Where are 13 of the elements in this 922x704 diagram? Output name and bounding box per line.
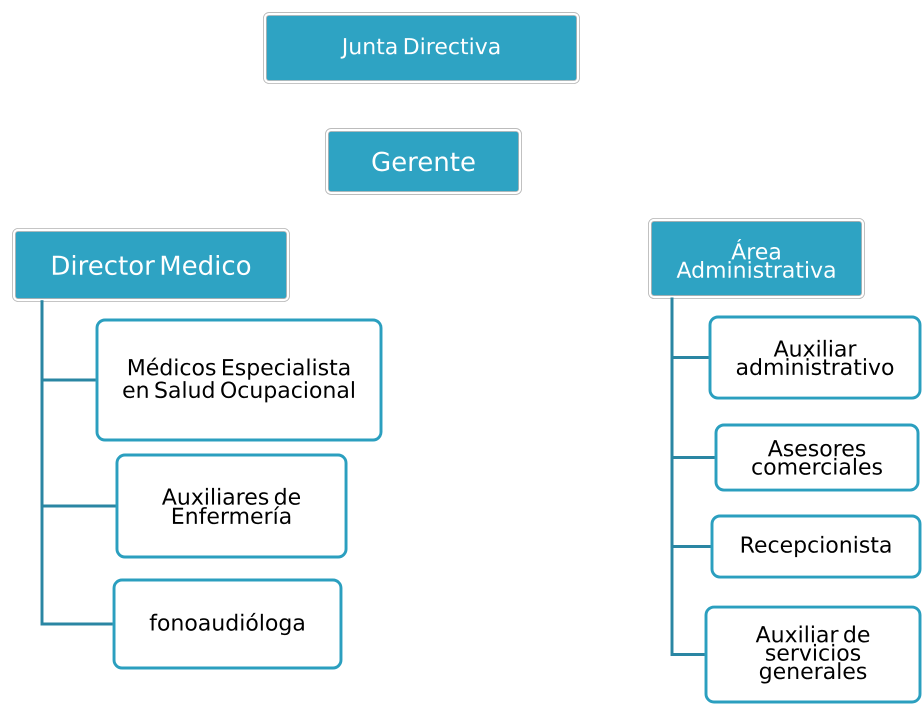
title-box: Director Medico xyxy=(12,228,290,302)
position-box: fonoaudióloga xyxy=(112,578,342,670)
title-box: Gerente xyxy=(325,128,522,195)
position-box: Asesores comerciales xyxy=(714,424,920,492)
position-box: Auxiliares de Enfermería xyxy=(116,454,348,558)
connector-line xyxy=(670,297,705,656)
position-box: Auxiliar de servicios generales xyxy=(704,606,922,704)
position-box: Recepcionista xyxy=(710,514,922,579)
title-box: Junta Directiva xyxy=(263,12,580,84)
position-box: Médicos Especialista en Salud Ocupacional xyxy=(96,318,382,442)
connector-line xyxy=(40,300,113,626)
position-box: Auxiliar administrativo xyxy=(708,316,922,400)
title-box: Área Administrativa xyxy=(648,218,865,299)
